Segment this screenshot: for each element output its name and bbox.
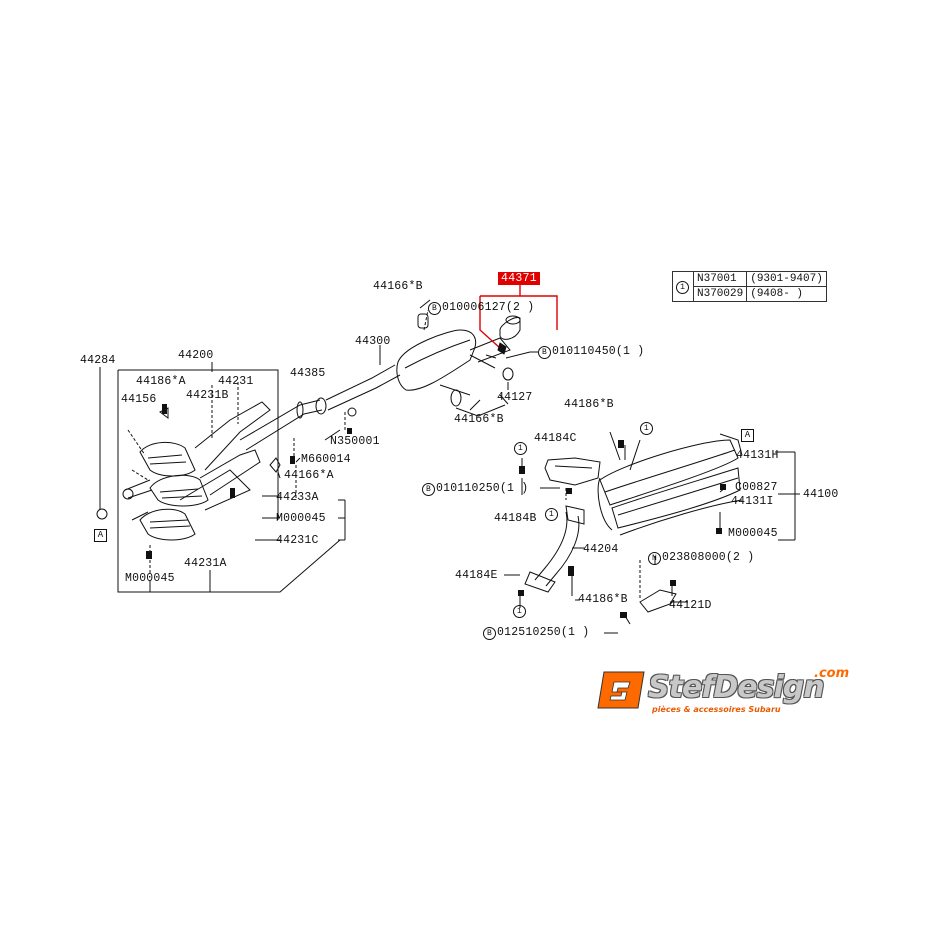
logo-text: StefDesign (648, 670, 825, 705)
marker-one: 1 (514, 441, 528, 455)
stefdesign-logo: StefDesign .com pièces & accessoires Sub… (596, 666, 866, 720)
ref-part: N37001 (692, 271, 748, 287)
ref-range: (9301-9407) (746, 271, 827, 287)
callout-M000045-right[interactable]: M000045 (728, 527, 778, 540)
gasket-44284 (96, 508, 108, 520)
callout-44184E[interactable]: 44184E (455, 569, 498, 582)
marker-one: 1 (640, 421, 654, 435)
heat-shield-44121D (639, 589, 677, 613)
ref-part: N370029 (692, 286, 748, 302)
logo-tagline: pièces & accessoires Subaru (652, 705, 781, 714)
callout-44231B[interactable]: 44231B (186, 389, 229, 402)
callout-44121D[interactable]: 44121D (669, 599, 712, 612)
marker-b: B (538, 346, 551, 359)
callout-44127[interactable]: 44127 (497, 391, 533, 404)
callout-44233A[interactable]: 44233A (276, 491, 319, 504)
callout-44300[interactable]: 44300 (355, 335, 391, 348)
marker-b: B (428, 302, 441, 315)
callout-44166-B-mid[interactable]: 44166*B (454, 413, 504, 426)
callout-N350001[interactable]: N350001 (330, 435, 380, 448)
callout-44385[interactable]: 44385 (290, 367, 326, 380)
callout-44186-B-right[interactable]: 44186*B (564, 398, 614, 411)
ref-key: 1 (672, 271, 694, 302)
callout-M000045-bottom[interactable]: M000045 (125, 572, 175, 585)
callout-44131I[interactable]: 44131I (731, 495, 774, 508)
marker-box-a-right: A (741, 429, 754, 442)
highlight-bracket (479, 285, 558, 353)
center-pipe-44385 (239, 364, 401, 451)
marker-n: N (648, 552, 661, 565)
left-group-outline (117, 369, 341, 593)
tail-pipe-44371 (499, 315, 521, 340)
callout-44204[interactable]: 44204 (583, 543, 619, 556)
callout-44184B[interactable]: 44184B (494, 512, 537, 525)
callout-44166-B-top[interactable]: 44166*B (373, 280, 423, 293)
callout-44131H[interactable]: 44131H (736, 449, 779, 462)
marker-one: 1 (513, 604, 527, 618)
marker-one: 1 (545, 507, 559, 521)
ref-range: (9408- ) (746, 286, 827, 302)
callout-44231C[interactable]: 44231C (276, 534, 319, 547)
reference-table: 1 N37001 (9301-9407) N370029 (9408- ) (672, 271, 827, 302)
muffler-44300 (396, 329, 511, 396)
callout-44156[interactable]: 44156 (121, 393, 157, 406)
callout-44200[interactable]: 44200 (178, 349, 214, 362)
sd-logo-icon (597, 671, 645, 709)
callout-C00827[interactable]: C00827 (735, 481, 778, 494)
callout-44166-A[interactable]: 44166*A (284, 469, 334, 482)
rear-catalytic-converter-44100 (597, 433, 743, 536)
heat-shield-44184C (544, 457, 601, 486)
part-44371-highlight[interactable]: 44371 (498, 272, 541, 285)
callout-44186-A[interactable]: 44186*A (136, 375, 186, 388)
callout-44100[interactable]: 44100 (803, 488, 839, 501)
marker-b: B (483, 627, 496, 640)
marker-box-a-left: A (94, 529, 107, 542)
callout-44186-B-bottom[interactable]: 44186*B (578, 593, 628, 606)
callout-M000045-left[interactable]: M000045 (276, 512, 326, 525)
callout-44231[interactable]: 44231 (218, 375, 254, 388)
callout-44284[interactable]: 44284 (80, 354, 116, 367)
callout-44184C[interactable]: 44184C (534, 432, 577, 445)
logo-suffix: .com (814, 666, 850, 681)
callout-44231A[interactable]: 44231A (184, 557, 227, 570)
callout-M660014[interactable]: M660014 (301, 453, 351, 466)
catalytic-converter-left (122, 401, 271, 541)
marker-b: B (422, 483, 435, 496)
